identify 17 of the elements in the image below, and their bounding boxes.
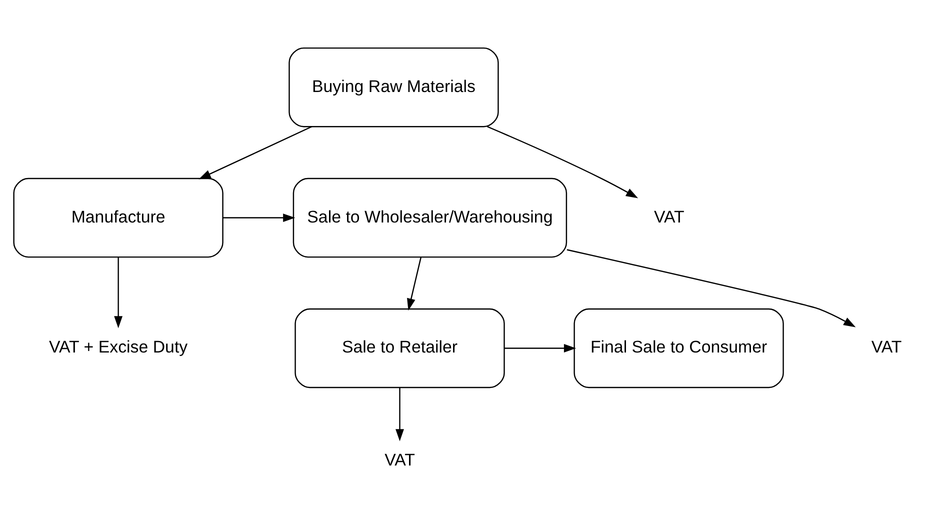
node-box: Final Sale to Consumer (573, 308, 784, 388)
node-box: Sale to Retailer (294, 308, 504, 388)
arrow (198, 126, 312, 179)
node-text: VAT (653, 206, 684, 226)
node-text: VAT (870, 337, 902, 356)
node-text: VAT (384, 450, 414, 470)
arrow (406, 256, 422, 310)
node-box: Buying Raw Materials (288, 46, 498, 127)
arrow (395, 387, 404, 441)
node-box: Manufacture (12, 177, 223, 258)
arrow (566, 248, 856, 327)
node-box: Sale to Wholesaler/Warehousing (292, 177, 567, 258)
node-text: VAT + Excise Duty (48, 337, 188, 356)
arrow (222, 213, 295, 222)
arrow (486, 126, 638, 198)
arrow (504, 344, 576, 352)
arrow (114, 256, 122, 328)
